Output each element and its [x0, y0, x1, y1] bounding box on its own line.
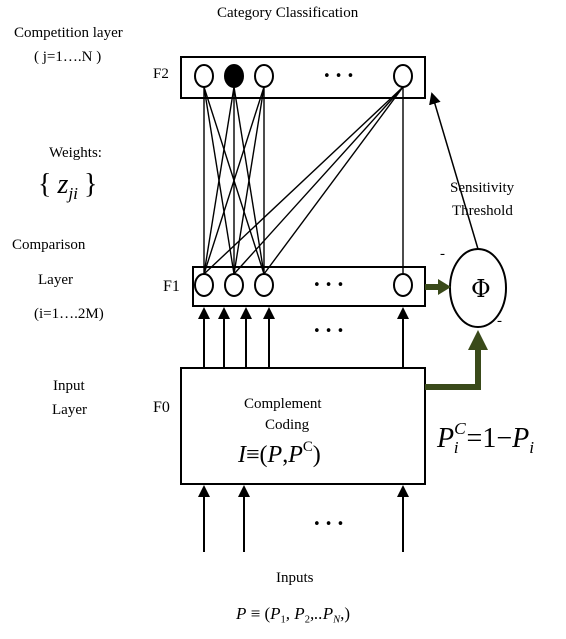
sensitivity-label: Sensitivity — [450, 180, 515, 196]
f0-f1-ellipsis: • • • — [313, 324, 345, 339]
f2-label: F2 — [153, 66, 169, 82]
complement-coding-line1: Complement — [244, 396, 322, 412]
f1-node — [254, 273, 274, 297]
f0-box — [180, 367, 426, 485]
comparison-range-label: (i=1….2M) — [34, 306, 104, 322]
f1-node — [393, 273, 413, 297]
f1-node — [194, 273, 214, 297]
f0-label: F0 — [153, 399, 170, 416]
competition-range-label: ( j=1….N ) — [34, 49, 102, 65]
comparison-label: Comparison — [12, 237, 86, 253]
f0-to-f1-arrows — [198, 307, 409, 368]
input-ellipsis: • • • — [313, 517, 345, 532]
input-layer-label-line1: Input — [53, 378, 85, 394]
reset-arrow — [429, 92, 479, 250]
inputs-formula: P ≡ (P1, P2,..PN,) — [236, 604, 351, 626]
f1-to-threshold-arrowhead — [438, 279, 451, 295]
category-classification-label: Category Classification — [217, 5, 359, 21]
phi-symbol: Φ — [471, 275, 491, 303]
f2-node — [393, 64, 413, 88]
threshold-label: Threshold — [452, 203, 513, 219]
inputs-label: Inputs — [276, 570, 314, 586]
f2-box — [180, 56, 426, 99]
input-layer-label-line2: Layer — [52, 402, 87, 418]
layer-label: Layer — [38, 272, 73, 288]
f1-node — [224, 273, 244, 297]
f0-to-threshold-connector — [425, 345, 481, 390]
f1-label: F1 — [163, 278, 180, 295]
weights-formula: {zji} — [38, 169, 98, 204]
minus-sign-right: - — [497, 313, 502, 329]
complement-formula: PCi=1−Pi — [437, 419, 535, 458]
coding-formula: I≡(P,PC) — [238, 439, 321, 469]
f2-node — [194, 64, 214, 88]
f2-node-active — [224, 64, 244, 88]
weights-label: Weights: — [49, 145, 102, 161]
complement-coding-line2: Coding — [265, 417, 310, 433]
competition-layer-label: Competition layer — [14, 25, 123, 41]
input-arrows — [198, 485, 409, 552]
f0-to-threshold-arrowhead — [468, 330, 488, 350]
minus-sign-left: - — [440, 246, 445, 262]
f2-ellipsis: • • • — [323, 69, 355, 84]
f2-node — [254, 64, 274, 88]
weight-connections — [203, 86, 404, 275]
f1-ellipsis: • • • — [313, 278, 345, 293]
